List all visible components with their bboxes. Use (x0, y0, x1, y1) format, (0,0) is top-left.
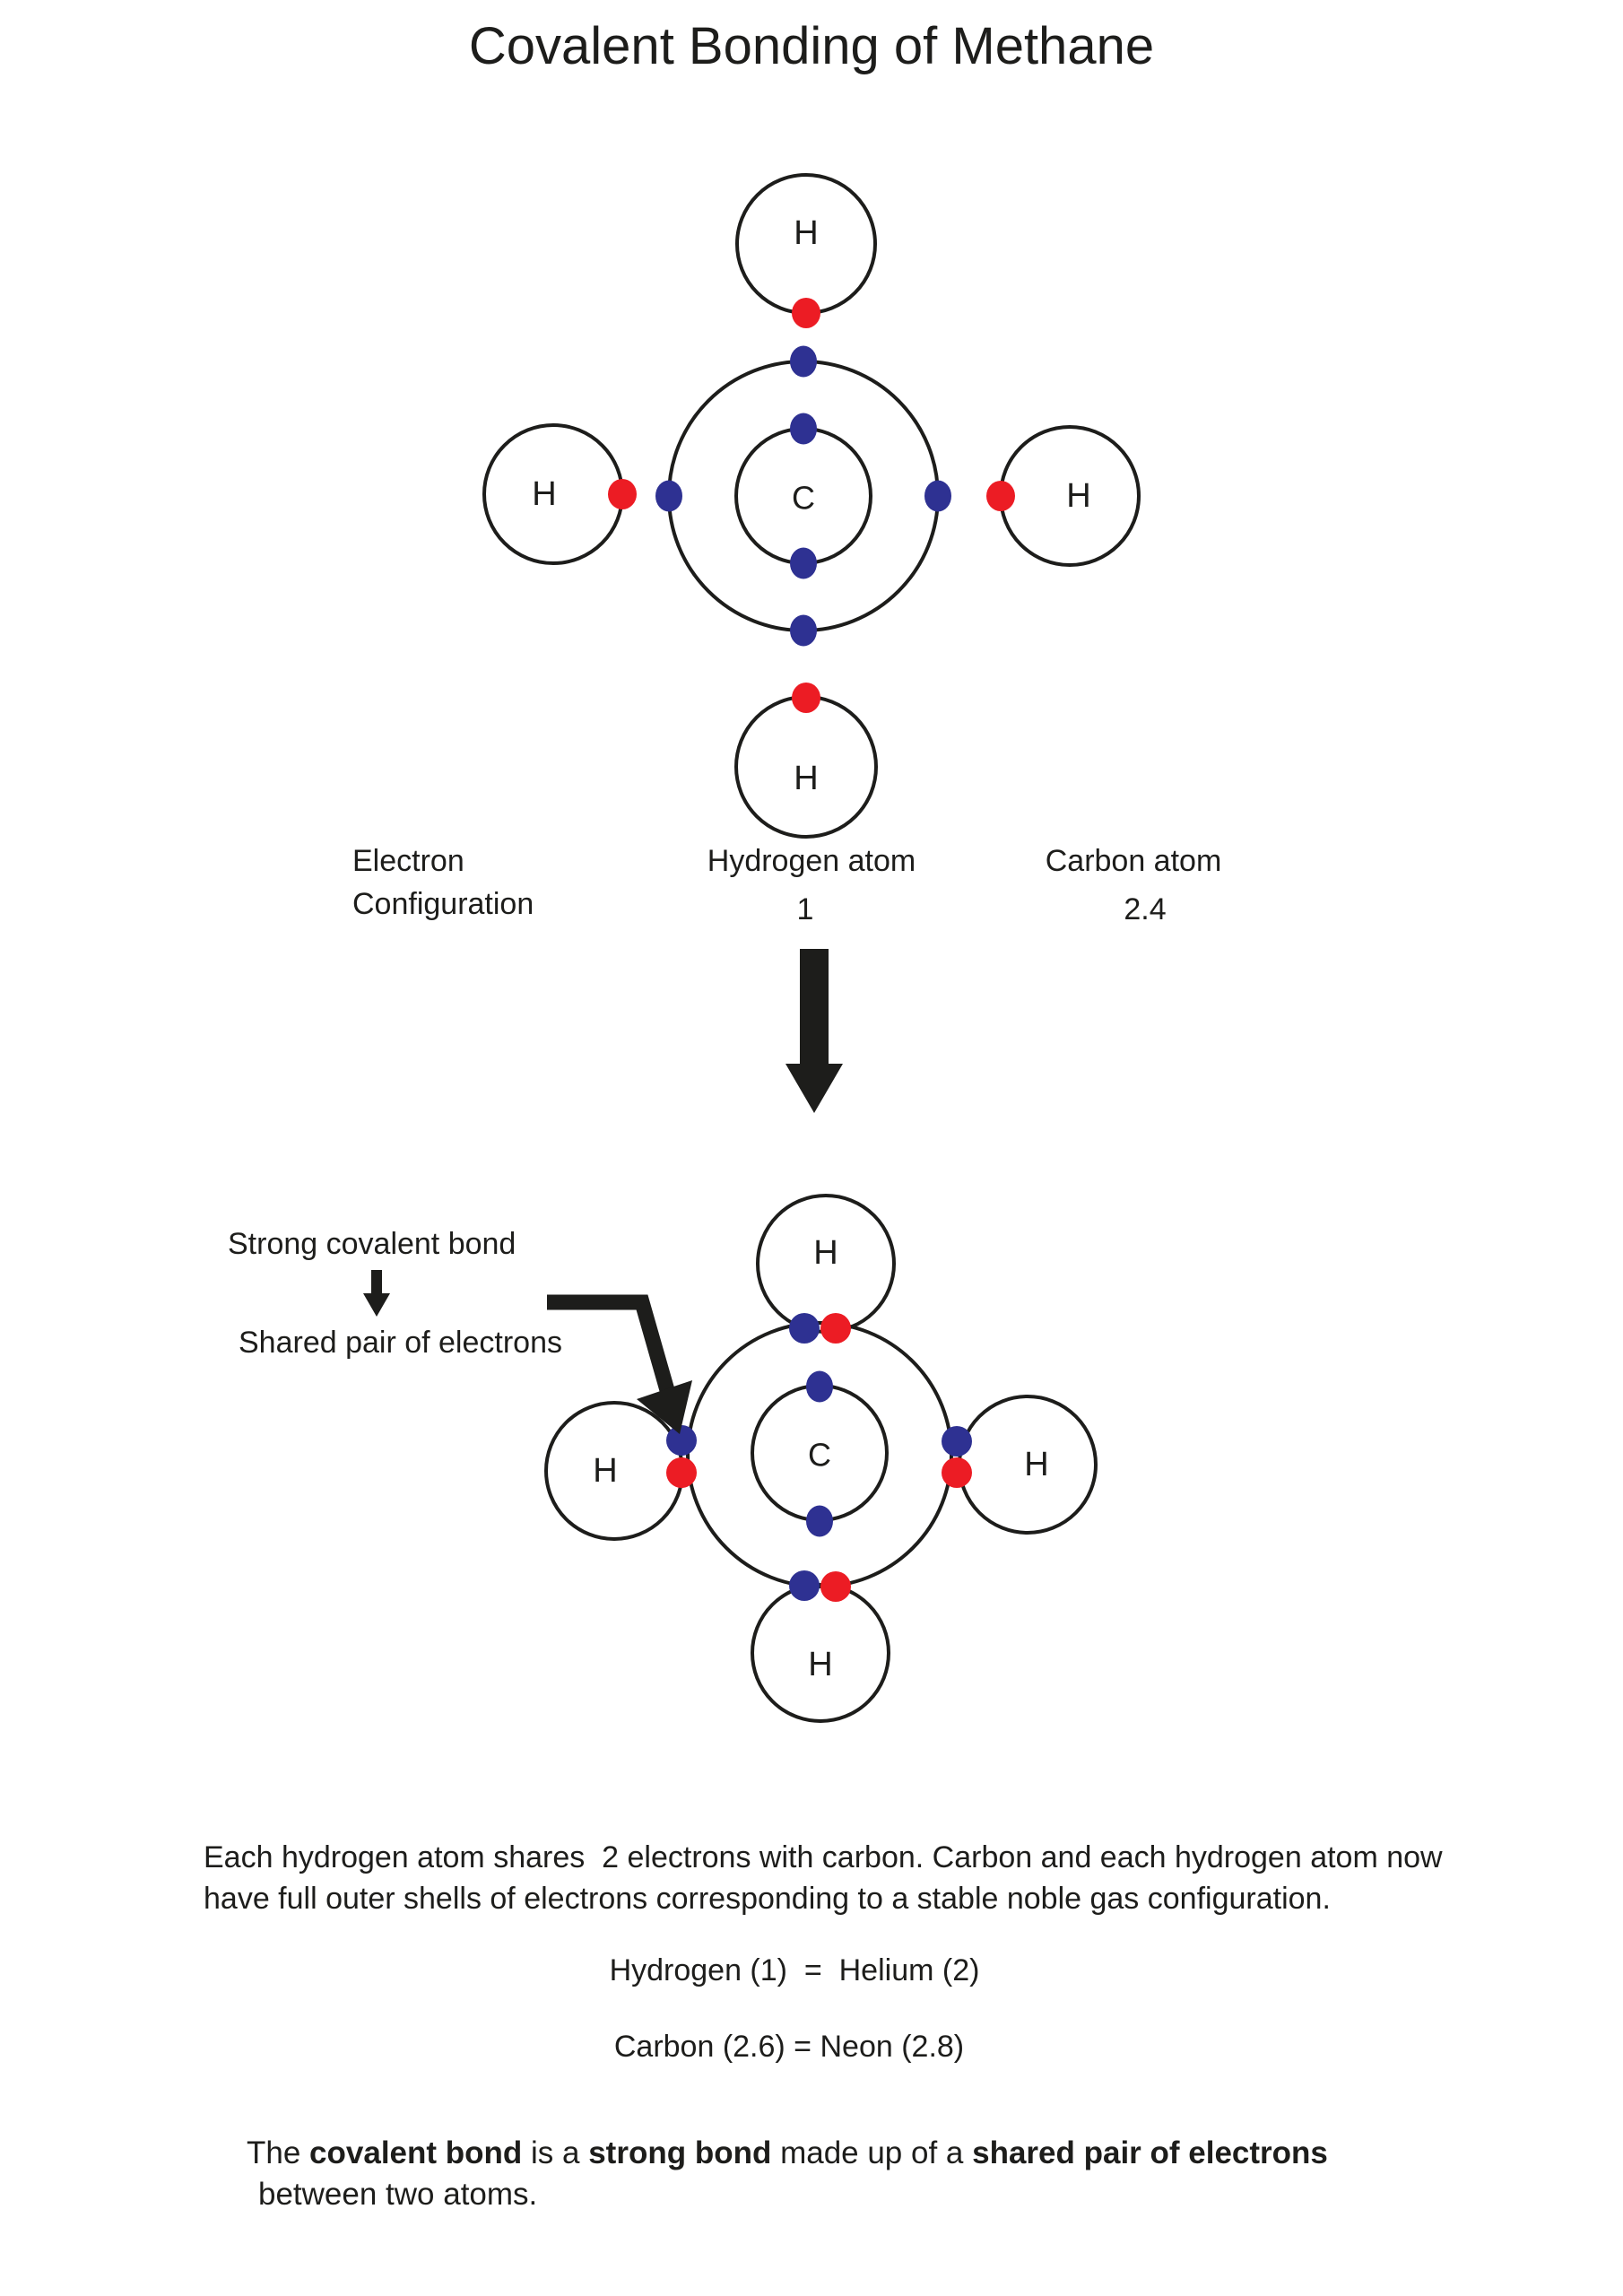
d1-outer-electron-left-icon (655, 480, 682, 512)
transform-down-arrow-icon (785, 949, 843, 1113)
d2-hydrogen-bottom-circle (751, 1583, 890, 1723)
d2-shared-pair-left-red-icon (666, 1457, 697, 1488)
d1-hydrogen-right-label: H (1066, 477, 1090, 515)
d1-outer-electron-top-icon (790, 345, 817, 378)
d2-shared-pair-left-blue-icon (666, 1425, 697, 1456)
d1-hydrogen-top-electron-icon (792, 298, 820, 328)
page-title: Covalent Bonding of Methane (468, 17, 1155, 75)
d1-hydrogen-left-label: H (532, 475, 556, 513)
footer-equation-hydrogen: Hydrogen (1) = Helium (2) (609, 1953, 980, 1987)
d1-inner-electron-bottom-icon (790, 547, 817, 579)
diagram2-methane-molecule: C H H H H (544, 1194, 1098, 1723)
d1-hydrogen-right-electron-icon (986, 481, 1015, 511)
d1-caption-carbon-atom: Carbon atom (1045, 844, 1222, 878)
d1-outer-electron-right-icon (924, 480, 951, 512)
d1-caption-hydrogen-value: 1 (796, 892, 814, 926)
d2-shared-pair-bottom-blue-icon (789, 1570, 820, 1601)
d2-inner-electron-bottom-icon (806, 1505, 833, 1537)
footer-closing-line1: The covalent bond is a strong bond made … (247, 2135, 1328, 2170)
footer-closing-line2: between two atoms. (258, 2177, 538, 2213)
annotation-small-down-arrow-icon (363, 1270, 390, 1317)
d2-shared-pair-top-red-icon (820, 1313, 851, 1344)
d2-shared-pair-right-red-icon (942, 1457, 972, 1488)
footer-equation-carbon: Carbon (2.6) = Neon (2.8) (613, 2030, 965, 2064)
d1-hydrogen-bottom-label: H (794, 760, 818, 797)
annotation-strong-covalent-bond: Strong covalent bond (228, 1227, 516, 1261)
d2-hydrogen-bottom-label: H (808, 1646, 832, 1683)
d1-hydrogen-top-label: H (794, 214, 818, 252)
d1-caption-electron-configuration: Electron Configuration (352, 844, 534, 922)
footer-paragraph: Each hydrogen atom shares 2 electrons wi… (204, 1840, 1443, 1917)
d1-caption-hydrogen-atom: Hydrogen atom (707, 844, 916, 878)
annotation-shared-pair-of-electrons: Shared pair of electrons (239, 1326, 562, 1360)
d1-inner-electron-top-icon (790, 413, 817, 445)
footer-closing-sentence: The covalent bond is a strong bond made … (247, 2133, 1376, 2215)
diagram1-separate-atoms: C H H H H (482, 173, 1141, 839)
d2-shared-pair-right-blue-icon (942, 1426, 972, 1457)
annotation-pointer-arrow-icon (547, 1294, 692, 1434)
d2-hydrogen-top-label: H (813, 1234, 838, 1272)
d1-hydrogen-bottom-electron-icon (792, 683, 820, 713)
d2-hydrogen-left-label: H (593, 1452, 617, 1490)
d2-inner-electron-top-icon (806, 1370, 833, 1403)
d2-shared-pair-bottom-red-icon (820, 1571, 851, 1602)
d1-carbon-label: C (792, 480, 815, 517)
d2-shared-pair-top-blue-icon (789, 1313, 820, 1344)
d2-hydrogen-right-label: H (1024, 1446, 1048, 1483)
d2-carbon-label: C (808, 1437, 831, 1474)
d1-caption-carbon-value: 2.4 (1124, 892, 1167, 926)
d1-hydrogen-left-electron-icon (608, 479, 637, 509)
d1-outer-electron-bottom-icon (790, 614, 817, 647)
